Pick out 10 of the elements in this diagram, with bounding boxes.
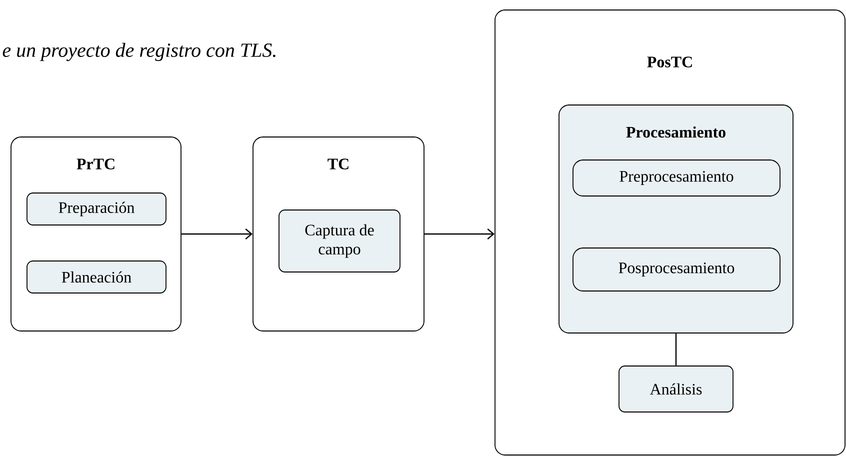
arrow [181,228,253,240]
step-box: Preparación [26,192,166,226]
step-box: Análisis [618,366,734,412]
step-box: Planeación [26,260,166,294]
step-box: Posprocesamiento [572,248,780,292]
caption-text: e un proyecto de registro con TLS. [2,42,276,62]
arrow [424,228,495,240]
step-box: Captura de campo [278,210,400,272]
connector-line [675,333,677,366]
step-box: Preprocesamiento [572,160,780,196]
